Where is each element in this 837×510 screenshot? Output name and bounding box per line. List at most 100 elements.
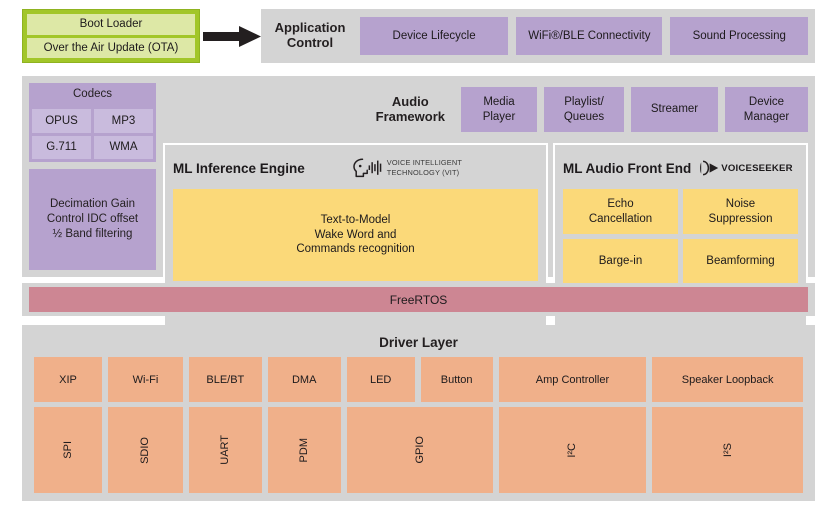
codec-g711[interactable]: G.711 (32, 135, 91, 159)
ota-update-box: Over the Air Update (OTA) (27, 37, 195, 58)
codec-g711-label: G.711 (46, 141, 77, 154)
vit-logo-text: VOICE INTELLIGENT TECHNOLOGY (VIT) (387, 158, 462, 178)
codec-opus-label: OPUS (45, 114, 78, 127)
module-wifi-ble-connectivity[interactable]: WiFi®/BLE Connectivity (516, 17, 663, 55)
voiceseeker-logo: VOICESEEKER (700, 160, 793, 176)
module-sound-processing[interactable]: Sound Processing (670, 17, 809, 55)
driver-sdio[interactable]: SDIO (108, 407, 183, 493)
application-control-panel: Application Control Device Lifecycle WiF… (261, 9, 815, 63)
voice-head-waveform-icon (353, 158, 382, 178)
decimation-line-2: Control IDC offset (46, 213, 139, 226)
freertos-bar[interactable]: FreeRTOS (29, 287, 808, 312)
block-echo-cancellation-line2: Cancellation (588, 212, 653, 225)
boot-loader-label: Boot Loader (79, 18, 143, 31)
driver-led-label: LED (369, 373, 392, 386)
codec-mp3[interactable]: MP3 (94, 109, 153, 133)
ml-audio-front-end-title: ML Audio Front End (563, 160, 692, 176)
block-noise-suppression-line1: Noise (725, 198, 756, 211)
decimation-line-3: ½ Band filtering (52, 227, 133, 240)
driver-button[interactable]: Button (420, 357, 493, 402)
driver-i2s-label: I²S (721, 442, 734, 458)
audio-framework-title-line2: Framework (375, 108, 445, 124)
audio-framework-title-line1: Audio (391, 93, 429, 109)
codecs-row-1: OPUS MP3 (32, 109, 153, 133)
block-noise-suppression-line2: Suppression (708, 212, 773, 225)
module-wifi-ble-connectivity-label: WiFi®/BLE Connectivity (528, 29, 651, 42)
ml-inference-engine-title: ML Inference Engine (173, 160, 305, 176)
module-playlist-queues-line2: Queues (563, 110, 605, 123)
block-beamforming-line1: Beamforming (706, 255, 775, 268)
module-sound-processing-label: Sound Processing (692, 29, 786, 42)
driver-wifi-label: Wi-Fi (132, 373, 159, 386)
text-to-model-line2: Wake Word and (314, 228, 397, 241)
driver-i2c-label: I²C (566, 442, 579, 458)
driver-ble-bt[interactable]: BLE/BT (188, 357, 262, 402)
text-to-model-line1: Text-to-Model (320, 214, 391, 227)
ml-audio-front-end-grid: Echo Cancellation Noise Suppression Barg… (563, 189, 798, 284)
flow-arrow-icon (203, 26, 261, 47)
block-barge-in-line1: Barge-in (598, 255, 643, 268)
driver-i2c[interactable]: I²C (498, 407, 647, 493)
application-control-title: Application Control (268, 21, 352, 50)
codec-column: Codecs OPUS MP3 G.711 WMA (29, 83, 156, 270)
application-control-title-line1: Application (274, 20, 346, 36)
decimation-block[interactable]: Decimation Gain Control IDC offset ½ Ban… (29, 169, 156, 270)
codec-opus[interactable]: OPUS (32, 109, 91, 133)
driver-i2s[interactable]: I²S (652, 407, 803, 493)
driver-dma-label: DMA (291, 373, 317, 386)
driver-layer-title: Driver Layer (379, 335, 458, 350)
module-streamer[interactable]: Streamer (631, 87, 718, 132)
driver-dma[interactable]: DMA (267, 357, 341, 402)
ml-inference-engine-header: ML Inference Engine VOICE INTELLIGENT TE… (173, 153, 538, 183)
rtos-panel: FreeRTOS (22, 283, 815, 316)
module-media-player[interactable]: Media Player (461, 87, 537, 132)
codec-wma[interactable]: WMA (94, 135, 153, 159)
vit-logo: VOICE INTELLIGENT TECHNOLOGY (VIT) (351, 157, 462, 179)
codecs-box: Codecs OPUS MP3 G.711 WMA (29, 83, 156, 162)
driver-speaker-loopback-label: Speaker Loopback (681, 373, 774, 386)
driver-gpio[interactable]: GPIO (346, 407, 493, 493)
ota-update-label: Over the Air Update (OTA) (43, 41, 179, 54)
driver-row-top: XIP Wi-Fi BLE/BT DMA LED Button Amp Cont… (34, 357, 803, 402)
block-beamforming[interactable]: Beamforming (683, 239, 798, 284)
driver-layer-panel: Driver Layer XIP Wi-Fi BLE/BT DMA LED Bu… (22, 325, 815, 501)
module-playlist-queues-line1: Playlist/ (564, 96, 604, 109)
ml-inference-engine-section: ML Inference Engine VOICE INTELLIGENT TE… (163, 143, 548, 346)
block-noise-suppression[interactable]: Noise Suppression (683, 189, 798, 234)
text-to-model-line3: Commands recognition (296, 243, 415, 256)
audio-framework-panel: Codecs OPUS MP3 G.711 WMA (22, 76, 815, 346)
module-device-manager[interactable]: Device Manager (725, 87, 808, 132)
module-device-lifecycle[interactable]: Device Lifecycle (360, 17, 509, 55)
driver-spi[interactable]: SPI (34, 407, 103, 493)
boot-loader-box: Boot Loader (27, 14, 195, 35)
codecs-row-2: G.711 WMA (32, 135, 153, 159)
driver-button-label: Button (440, 373, 473, 386)
driver-amp-controller[interactable]: Amp Controller (498, 357, 647, 402)
text-to-model-block[interactable]: Text-to-Model Wake Word and Commands rec… (173, 189, 538, 281)
module-device-lifecycle-label: Device Lifecycle (392, 29, 476, 42)
driver-pdm-label: PDM (298, 437, 311, 463)
vit-logo-line2: TECHNOLOGY (VIT) (386, 168, 460, 177)
driver-sdio-label: SDIO (139, 436, 152, 464)
decimation-line-1: Decimation Gain (49, 198, 135, 211)
block-barge-in[interactable]: Barge-in (563, 239, 678, 284)
module-playlist-queues[interactable]: Playlist/ Queues (544, 87, 624, 132)
module-device-manager-line2: Manager (743, 110, 790, 123)
module-media-player-line2: Player (482, 110, 516, 123)
driver-uart[interactable]: UART (188, 407, 262, 493)
driver-pdm[interactable]: PDM (267, 407, 341, 493)
voiceseeker-logo-text: VOICESEEKER (721, 162, 793, 174)
codec-mp3-label: MP3 (111, 114, 136, 127)
application-control-title-line2: Control (286, 35, 334, 50)
driver-xip[interactable]: XIP (34, 357, 103, 402)
driver-led[interactable]: LED (346, 357, 415, 402)
audio-framework-title: Audio Framework (375, 93, 445, 124)
block-echo-cancellation[interactable]: Echo Cancellation (563, 189, 678, 234)
driver-gpio-label: GPIO (413, 436, 426, 464)
driver-xip-label: XIP (59, 373, 77, 386)
driver-speaker-loopback[interactable]: Speaker Loopback (652, 357, 803, 402)
module-streamer-line1: Streamer (650, 103, 699, 116)
driver-wifi[interactable]: Wi-Fi (108, 357, 183, 402)
codec-wma-label: WMA (109, 141, 138, 154)
